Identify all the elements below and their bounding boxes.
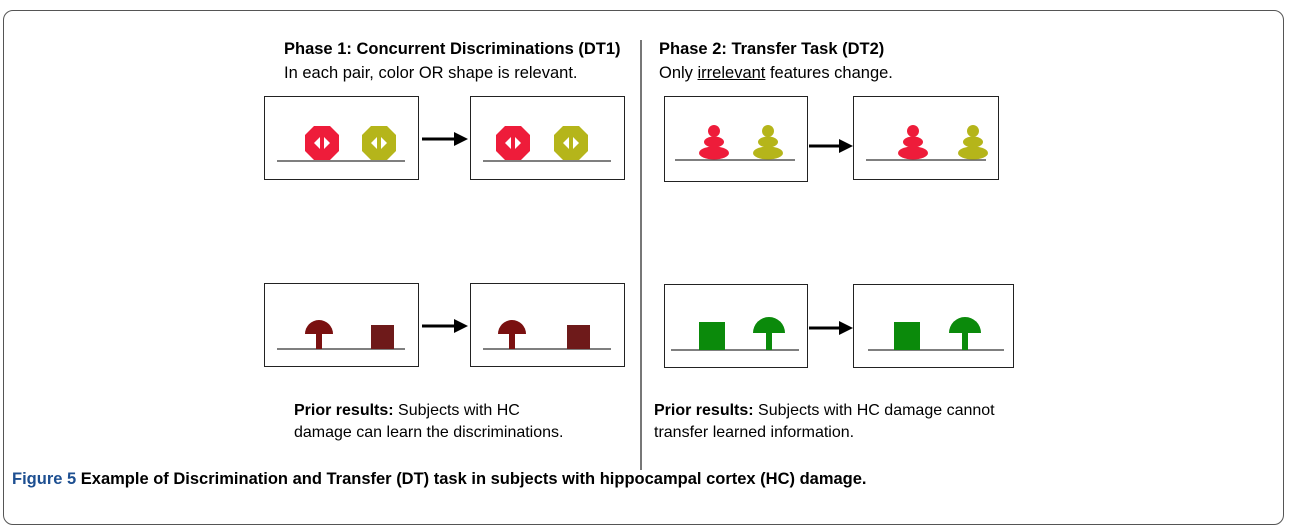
underlined-word: irrelevant [697,64,766,82]
arrow-right-icon [422,319,468,333]
square-shape-maroon [371,325,394,349]
stacked-figure-olive [958,125,988,160]
phase2-results: Prior results: Subjects with HC damage c… [654,402,995,441]
arrow-right-icon [422,132,468,146]
figure-caption: Figure 5 Example of Discrimination and T… [12,470,867,488]
octagon-shape-red [305,126,339,160]
phase2-pair1-before-panel [664,96,808,182]
phase-divider [640,40,642,470]
square-shape-green [699,322,725,350]
stacked-figure-olive [753,125,783,160]
stacked-figure-red [699,125,729,160]
mushroom-shape-green [753,317,785,350]
phase1-results: Prior results: Subjects with HC damage c… [294,402,564,441]
mushroom-shape-maroon [305,320,333,349]
arrow-right-icon [809,139,853,153]
phase2-subtitle: Only irrelevant features change. [659,64,893,82]
phase1-pair2-before-panel [264,283,419,367]
arrow-right-icon [809,321,853,335]
phase1-title: Phase 1: Concurrent Discriminations (DT1… [284,40,621,58]
stacked-figure-red [898,125,928,160]
mushroom-shape-green [949,317,981,350]
octagon-shape-olive [362,126,396,160]
square-shape-green [894,322,920,350]
phase2-pair1-after-panel [853,96,999,180]
phase2-pair2-before-panel [664,284,808,368]
figure-frame [3,10,1284,525]
phase2-title: Phase 2: Transfer Task (DT2) [659,40,885,58]
phase1-pair2-after-panel [470,283,625,367]
phase1-subtitle: In each pair, color OR shape is relevant… [284,64,578,82]
octagon-shape-red [496,126,530,160]
phase1-pair1-before-panel [264,96,419,180]
phase2-pair2-after-panel [853,284,1014,368]
phase1-pair1-after-panel [470,96,625,180]
octagon-shape-olive [554,126,588,160]
mushroom-shape-maroon [498,320,526,349]
square-shape-maroon [567,325,590,349]
